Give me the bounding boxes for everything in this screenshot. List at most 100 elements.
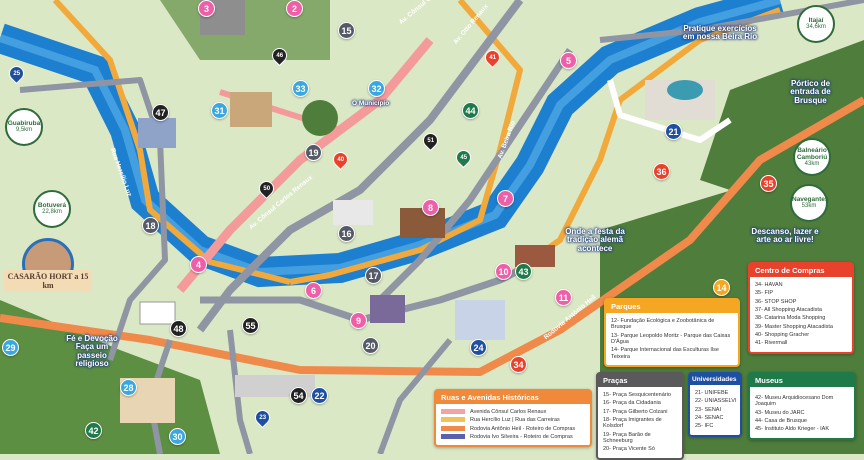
poi-marker-21[interactable]: 21: [665, 123, 682, 140]
legend-item: 22- UNIASSELVI: [695, 398, 737, 405]
beira-rio-label: Pratique exercícios em nossa Beira Rio: [682, 24, 758, 42]
pin-number: 41: [489, 54, 496, 61]
poi-marker-33[interactable]: 33: [292, 80, 309, 97]
poi-marker-11[interactable]: 11: [555, 289, 572, 306]
portico-label: Pórtico de entrada de Brusque: [790, 79, 831, 105]
legend-item: Rodovia Antônio Heil - Roteiro de Compra…: [441, 426, 585, 432]
poi-marker-31[interactable]: 31: [211, 102, 228, 119]
legend-museus: Museus 42- Museu Arquidiocesano Dom Joaq…: [748, 372, 856, 440]
city-distance: 9,5km: [15, 127, 33, 134]
poi-marker-55[interactable]: 55: [242, 317, 259, 334]
poi-marker-9[interactable]: 9: [350, 312, 367, 329]
city-name: Balneário Camboriú: [796, 147, 828, 162]
legend-item-label: Avenida Cônsul Carlos Renaux: [470, 409, 547, 415]
poi-marker-19[interactable]: 19: [305, 144, 322, 161]
legend-item: 21- UNIFEBE: [695, 390, 729, 396]
poi-marker-15[interactable]: 15: [338, 22, 355, 39]
legend-item-label: Rodovia Ivo Silveira - Roteiro de Compra…: [470, 433, 573, 440]
legend-item: Avenida Cônsul Carlos Renaux: [441, 409, 585, 415]
poi-marker-48[interactable]: 48: [170, 320, 187, 337]
poi-marker-28[interactable]: 28: [120, 379, 137, 396]
poi-marker-35[interactable]: 35: [760, 175, 777, 192]
legend-item: 24- SENAC: [695, 414, 724, 421]
fe-devocao-label: Fé e Devoção Faça um passeio religioso: [66, 334, 118, 369]
poi-marker-29[interactable]: 29: [2, 339, 19, 356]
legend-item: 41- Rivermall: [755, 340, 788, 347]
city-distance: 43km: [804, 161, 820, 168]
city-distance: 53km: [801, 203, 817, 210]
legend-item: 34- HAVAN: [755, 282, 783, 288]
poi-marker-7[interactable]: 7: [497, 190, 514, 207]
poi-marker-42[interactable]: 42: [85, 422, 102, 439]
legend-swatch: [441, 433, 465, 439]
city-distance: 34,6km: [806, 24, 826, 31]
legend-item: 43- Museu do JARC: [755, 409, 805, 416]
pin-number: 50: [263, 185, 270, 192]
municipio-label[interactable]: O Município: [352, 100, 390, 108]
legend-item: 23- SENAI: [695, 406, 721, 413]
municipio-text: O Município: [352, 100, 390, 107]
pin-number: 45: [460, 154, 467, 161]
pin-number: 23: [259, 414, 266, 421]
poi-marker-3[interactable]: 3: [198, 0, 215, 17]
poi-marker-5[interactable]: 5: [560, 52, 577, 69]
poi-marker-10[interactable]: 10: [495, 263, 512, 280]
poi-marker-43[interactable]: 43: [515, 263, 532, 280]
legend-item: 40- Shopping Gracher: [755, 331, 810, 338]
poi-marker-8[interactable]: 8: [422, 199, 439, 216]
legend-item: 37- All Shopping Atacadista: [755, 306, 822, 313]
legend-item: 16- Praça da Cidadania: [603, 400, 661, 407]
poi-marker-16[interactable]: 16: [338, 225, 355, 242]
legend-item: 14- Parque Internacional das Esculturas …: [611, 347, 719, 360]
poi-marker-54[interactable]: 54: [290, 387, 307, 404]
pin-number: 46: [276, 52, 283, 59]
casarao-hort-badge[interactable]: CASARÃO HORT a 15 km: [4, 238, 92, 306]
legend-item: 39- Master Shopping Atacadista: [755, 323, 833, 330]
legend-title: Universidades: [690, 374, 740, 385]
legend-item: 42- Museu Arquidiocesano Dom Joaquim: [755, 395, 834, 408]
festa-label: Onde a festa da tradição alemã acontece: [565, 227, 625, 253]
poi-marker-34[interactable]: 34: [510, 356, 527, 373]
poi-marker-36[interactable]: 36: [653, 163, 670, 180]
legend-item: 17- Praça Gilberto Colzani: [603, 408, 668, 415]
poi-marker-47[interactable]: 47: [152, 104, 169, 121]
legend-item: 36- STOP SHOP: [755, 298, 797, 305]
poi-marker-18[interactable]: 18: [142, 217, 159, 234]
poi-marker-24[interactable]: 24: [470, 339, 487, 356]
legend-item-label: Rodovia Antônio Heil - Roteiro de Compra…: [470, 425, 576, 432]
poi-marker-20[interactable]: 20: [362, 337, 379, 354]
poi-marker-32[interactable]: 32: [368, 80, 385, 97]
legend-parques: Parques 12- Fundação Ecológica e Zoobotâ…: [604, 298, 740, 367]
legend-item: 15- Praça Sesquicentenário: [603, 392, 671, 398]
city-name: Guabiruba: [7, 120, 41, 127]
city-name: Navegantes: [792, 196, 829, 203]
legend-item-label: Rua Hercílio Luz | Rua das Carreiras: [470, 417, 560, 424]
legend-item: Rua Hercílio Luz | Rua das Carreiras: [441, 417, 585, 423]
poi-marker-44[interactable]: 44: [462, 102, 479, 119]
poi-marker-22[interactable]: 22: [311, 387, 328, 404]
poi-marker-17[interactable]: 17: [365, 267, 382, 284]
legend-title: Parques: [606, 300, 738, 313]
legend-title: Centro de Compras: [750, 264, 852, 277]
city-name: Botuverá: [37, 202, 67, 209]
legend-item: 12- Fundação Ecológica e Zoobotânica de …: [611, 318, 715, 331]
legend-swatch: [441, 425, 465, 431]
poi-marker-30[interactable]: 30: [169, 428, 186, 445]
legend-swatch: [441, 409, 465, 415]
poi-marker-6[interactable]: 6: [305, 282, 322, 299]
buildings: [120, 0, 715, 423]
pin-number: 51: [427, 137, 434, 144]
poi-marker-14[interactable]: 14: [713, 279, 730, 296]
legend-title: Ruas e Avenidas Históricas: [436, 391, 590, 404]
legend-ruas: Ruas e Avenidas Históricas Avenida Cônsu…: [434, 389, 592, 448]
legend-title: Praças: [598, 374, 682, 387]
legend-item: 13- Parque Leopoldo Moritz - Parque das …: [611, 332, 731, 345]
legend-item: 38- Catarina Moda Shopping: [755, 315, 826, 322]
poi-marker-4[interactable]: 4: [190, 256, 207, 273]
poi-marker-2[interactable]: 2: [286, 0, 303, 17]
